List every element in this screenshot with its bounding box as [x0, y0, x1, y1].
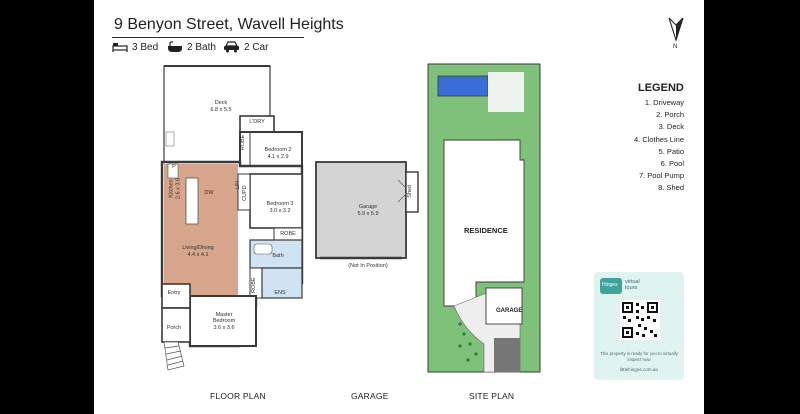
site-garage-label: GARAGE: [496, 308, 523, 314]
garage-caption: GARAGE: [351, 391, 389, 401]
car-count: 2 Car: [244, 42, 269, 53]
robe-label: ROBE: [250, 277, 257, 294]
hinges-logo-icon: [600, 278, 622, 294]
pantry-label: P: [172, 164, 176, 170]
cupboard-label: CUPD: [241, 185, 248, 202]
porch-label: Porch: [166, 325, 182, 331]
linen-label: LIN: [234, 180, 241, 190]
site-plan-caption: SITE PLAN: [469, 391, 515, 401]
floor-plan-drawing: [160, 65, 304, 371]
legend-item: 5. Patio: [658, 146, 684, 156]
property-address: 9 Benyon Street, Wavell Heights: [114, 16, 344, 33]
site-plan-drawing: [427, 63, 541, 373]
bed-icon: [112, 43, 128, 52]
ensuite-label: ENS: [274, 290, 286, 296]
legend-item: 6. Pool: [660, 159, 684, 169]
bed-count: 3 Bed: [132, 42, 159, 53]
virtual-tours-copy: This property is ready for you to virtua…: [600, 351, 678, 362]
bath-icon: [168, 41, 182, 52]
legend-title: LEGEND: [638, 82, 684, 94]
north-label: N: [673, 44, 678, 50]
floor-plan-caption: FLOOR PLAN: [210, 391, 266, 401]
car-icon: [224, 41, 239, 53]
legend-list: 1. Driveway 2. Porch 3. Deck 4. Clothes …: [608, 97, 684, 195]
legend-item: 3. Deck: [658, 122, 684, 132]
floorplan-sheet: 9 Benyon Street, Wavell Heights 3 Bed 2 …: [94, 0, 704, 414]
bath-label: Bath: [272, 253, 284, 259]
entry-label: Entry: [167, 290, 181, 296]
legend-item: 4. Clothes Line: [633, 134, 684, 144]
shed-label: Shed: [406, 184, 413, 198]
legend-item: 2. Porch: [656, 110, 684, 120]
garage-position-note: (Not In Position): [348, 263, 388, 269]
robe-label: ROBE: [239, 134, 246, 151]
legend-item: 7. Pool Pump: [638, 171, 684, 181]
dishwasher-label: DW: [204, 190, 214, 196]
residence-label: RESIDENCE: [464, 226, 508, 235]
virtual-tours-title: virtual tours: [625, 279, 640, 291]
bath-count: 2 Bath: [187, 42, 216, 53]
header-divider: [112, 37, 304, 38]
virtual-tours-url[interactable]: littlehinges.com.au: [619, 367, 659, 372]
garage-drawing: [315, 161, 419, 260]
laundry-label: L'DRY: [249, 119, 265, 125]
north-arrow-icon: [668, 17, 684, 42]
legend-item: 1. Driveway: [644, 98, 684, 107]
legend-item: 8. Shed: [658, 183, 684, 193]
robe-label: ROBE: [280, 231, 296, 237]
qr-code-icon[interactable]: [620, 300, 660, 340]
hinges-brand: Hinges: [602, 282, 618, 288]
